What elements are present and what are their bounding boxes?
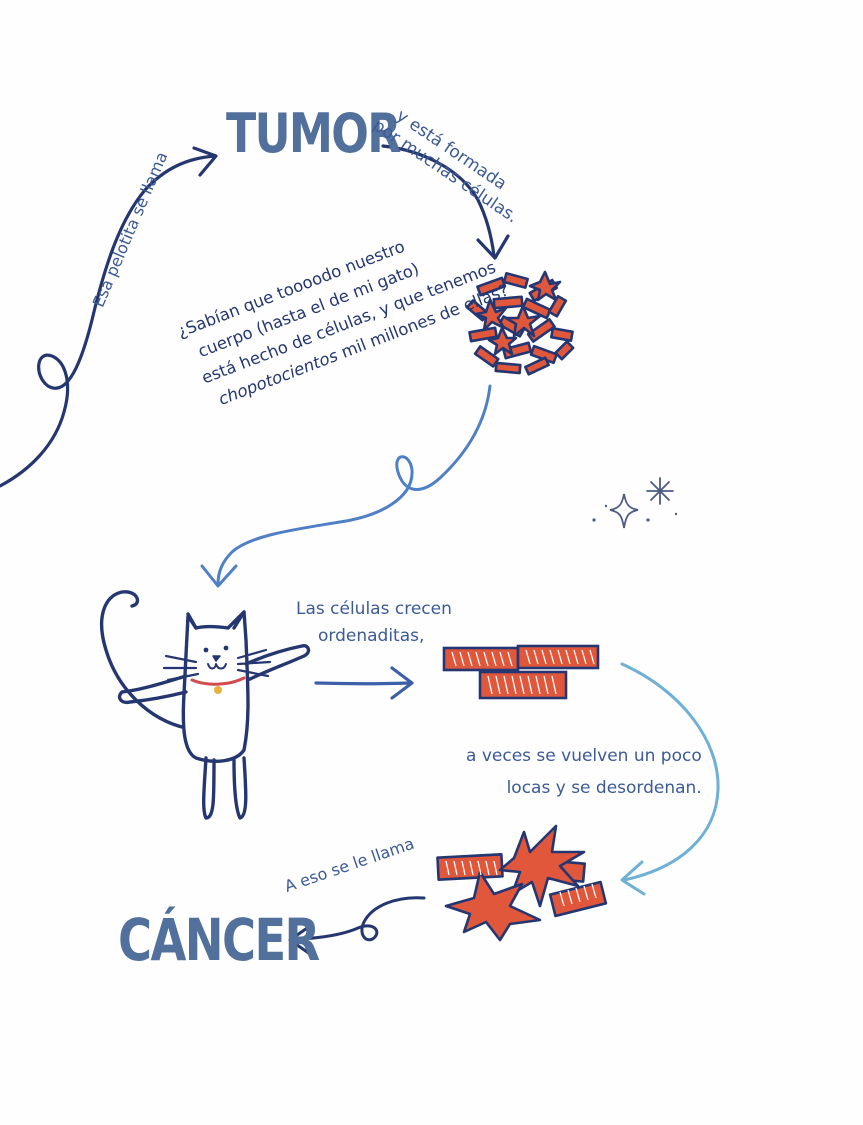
- label-crecen-line-2: ordenaditas,: [318, 626, 425, 646]
- arrow-to-cat: [200, 384, 492, 588]
- arrow-to-disordered-cells: [620, 662, 720, 896]
- sparkles-icon: [592, 477, 678, 529]
- cancer-title: CÁNCER: [118, 906, 320, 974]
- label-locas: a veces se vuelven un poco locas y se de…: [466, 740, 702, 804]
- arrow-to-tumor: [0, 146, 218, 488]
- cat-collar: [190, 676, 246, 686]
- cat-bell-icon: [214, 686, 222, 694]
- label-crecen-line-1: Las células crecen: [296, 599, 452, 619]
- arrow-to-tumor-ball: [381, 144, 510, 260]
- arrow-to-cancer: [288, 896, 426, 956]
- label-locas-line-1: a veces se vuelven un poco: [466, 746, 702, 766]
- tumor-ball: [465, 270, 575, 376]
- label-locas-line-2: locas y se desordenan.: [506, 778, 702, 798]
- disordered-cells-icon: [436, 824, 608, 942]
- cat-pointing-icon: [100, 590, 311, 820]
- tumor-title: TUMOR: [226, 102, 401, 165]
- ordered-cells-icon: [442, 644, 600, 700]
- label-crecen: Las células crecen ordenaditas,: [296, 596, 452, 650]
- arrow-to-ordered-cells: [314, 666, 414, 700]
